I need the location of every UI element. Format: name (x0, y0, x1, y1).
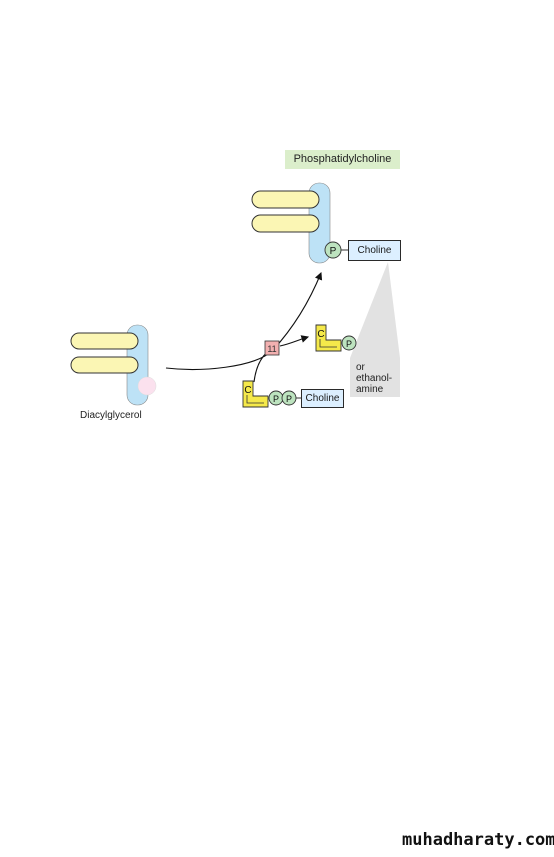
donor-cmp-symbol: C (244, 385, 251, 396)
product-title: Phosphatidylcholine (285, 150, 400, 169)
enzyme-box (264, 340, 280, 356)
reaction-arrow (165, 271, 323, 370)
product-fatty-acid-chain (251, 190, 320, 209)
released-cmp-cytidine (315, 324, 342, 352)
product-phosphate-symbol: P (330, 246, 337, 257)
product-fatty-acid-chain (251, 214, 320, 233)
released-cmp-phosphate (341, 335, 357, 351)
cmp-release-arrow (279, 335, 310, 347)
alternative-callout (350, 262, 400, 397)
alternative-label: or ethanol- amine (356, 362, 392, 395)
site-watermark: muhadharaty.com (402, 830, 554, 850)
alternative-label-line: ethanol- (356, 373, 393, 384)
donor-cytidine (242, 380, 269, 408)
alternative-label-line: or (356, 362, 365, 373)
donor-phosphate-1-symbol: P (273, 394, 279, 404)
released-cmp-phosphate-symbol: P (346, 339, 352, 349)
substrate-hydroxyl-group (137, 376, 157, 396)
substrate-label: Diacylglycerol (80, 410, 142, 421)
product-choline-box: Choline (348, 240, 401, 261)
released-cmp-symbol: C (317, 329, 324, 340)
substrate-fatty-acid-chain (70, 332, 139, 350)
enzyme-symbol: 11 (267, 344, 276, 354)
donor-phosphate-2-symbol: P (286, 394, 292, 404)
alternative-label-line: amine (356, 384, 384, 395)
substrate-fatty-acid-chain (70, 356, 139, 374)
released-cmp-ribose (319, 339, 337, 348)
donor-ribose (246, 395, 264, 404)
donor-choline-box: Choline (301, 389, 344, 408)
